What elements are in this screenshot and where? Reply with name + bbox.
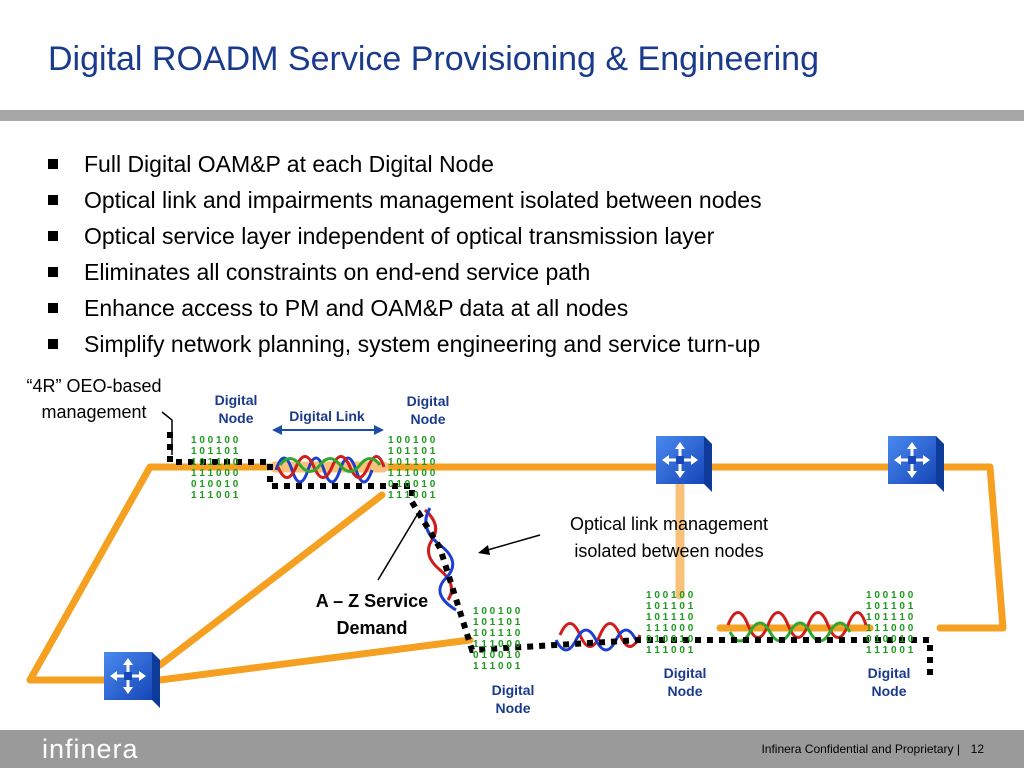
fiber-bottom-left	[156, 636, 474, 684]
svg-text:1 0 0 1 0 0: 1 0 0 1 0 0	[473, 606, 521, 617]
page-number: 12	[970, 742, 984, 756]
svg-text:0 1 0 0 1 0: 0 1 0 0 1 0	[646, 634, 694, 645]
svg-text:“4R” OEO-based: “4R” OEO-based	[26, 376, 161, 396]
digital-node-label: Digital Node	[492, 682, 535, 716]
service-demand-path	[167, 432, 933, 680]
service-demand-callout: A – Z Service Demand	[316, 591, 428, 638]
svg-text:Node: Node	[219, 410, 254, 426]
svg-text:1 1 1 0 0 1: 1 1 1 0 0 1	[191, 490, 239, 501]
svg-text:1 1 1 0 0 0: 1 1 1 0 0 0	[473, 639, 521, 650]
svg-text:1 1 1 0 0 1: 1 1 1 0 0 1	[866, 645, 914, 656]
svg-text:1 0 1 1 0 1: 1 0 1 1 0 1	[388, 446, 436, 457]
svg-text:1 0 1 1 1 0: 1 0 1 1 1 0	[866, 612, 914, 623]
binary-matrix: 1 0 0 1 0 0 1 0 1 1 0 1 1 0 1 1 1 0 1 1 …	[191, 435, 239, 501]
svg-text:1 1 1 0 0 1: 1 1 1 0 0 1	[388, 490, 436, 501]
bullet-item: Optical service layer independent of opt…	[48, 218, 762, 254]
svg-text:1 0 1 1 0 1: 1 0 1 1 0 1	[646, 601, 694, 612]
svg-text:Demand: Demand	[336, 618, 407, 638]
svg-text:Node: Node	[668, 683, 703, 699]
bullet-item: Full Digital OAM&P at each Digital Node	[48, 146, 762, 182]
confidential-notice: Infinera Confidential and Proprietary |	[761, 742, 960, 756]
svg-text:0 1 0 0 1 0: 0 1 0 0 1 0	[473, 650, 521, 661]
digital-node-label: Digital Node	[664, 665, 707, 699]
oeo-management-callout: “4R” OEO-based management	[26, 376, 161, 422]
svg-text:1 0 0 1 0 0: 1 0 0 1 0 0	[388, 435, 436, 446]
binary-matrix: 1 0 0 1 0 0 1 0 1 1 0 1 1 0 1 1 1 0 1 1 …	[473, 606, 521, 672]
svg-text:Digital: Digital	[664, 665, 707, 681]
title-divider	[0, 110, 1024, 121]
svg-text:Node: Node	[496, 700, 531, 716]
svg-text:1 0 1 1 0 1: 1 0 1 1 0 1	[866, 601, 914, 612]
svg-text:management: management	[41, 402, 146, 422]
binary-matrix: 1 0 0 1 0 0 1 0 1 1 0 1 1 0 1 1 1 0 1 1 …	[388, 435, 436, 501]
digital-node-label: Digital Node	[407, 393, 450, 427]
svg-text:Optical link management: Optical link management	[570, 514, 768, 534]
bullet-list: Full Digital OAM&P at each Digital Node …	[48, 146, 762, 362]
fiber-network	[26, 461, 1007, 684]
svg-text:Node: Node	[872, 683, 907, 699]
oeo-callout-leader	[161, 411, 173, 455]
svg-text:0 1 0 0 1 0: 0 1 0 0 1 0	[388, 479, 436, 490]
svg-text:1 0 1 1 0 1: 1 0 1 1 0 1	[473, 617, 521, 628]
bullet-item: Eliminates all constraints on end-end se…	[48, 254, 762, 290]
svg-text:1 1 1 0 0 0: 1 1 1 0 0 0	[191, 468, 239, 479]
svg-text:Digital: Digital	[215, 392, 258, 408]
bullet-item: Enhance access to PM and OAM&P data at a…	[48, 290, 762, 326]
fiber-left-diagonal	[156, 491, 386, 669]
roadm-switch-icon	[886, 434, 946, 494]
binary-matrix: 1 0 0 1 0 0 1 0 1 1 0 1 1 0 1 1 1 0 1 1 …	[646, 590, 694, 656]
svg-text:Digital: Digital	[492, 682, 535, 698]
bullet-item: Optical link and impairments management …	[48, 182, 762, 218]
svg-text:1 0 0 1 0 0: 1 0 0 1 0 0	[866, 590, 914, 601]
page-title: Digital ROADM Service Provisioning & Eng…	[48, 40, 819, 78]
footer-bar: infinera Infinera Confidential and Propr…	[0, 730, 1024, 768]
roadm-switch-icon	[654, 434, 714, 494]
svg-text:1 0 1 1 1 0: 1 0 1 1 1 0	[388, 457, 436, 468]
optical-link-callout: Optical link management isolated between…	[570, 514, 768, 561]
fiber-outer-ring	[26, 463, 1007, 684]
digital-node-label: Digital Node	[868, 665, 911, 699]
svg-text:1 1 1 0 0 0: 1 1 1 0 0 0	[388, 468, 436, 479]
binary-matrix: 1 0 0 1 0 0 1 0 1 1 0 1 1 0 1 1 1 0 1 1 …	[866, 590, 914, 656]
svg-text:isolated between nodes: isolated between nodes	[574, 541, 763, 561]
svg-text:1 1 1 0 0 0: 1 1 1 0 0 0	[866, 623, 914, 634]
svg-text:1 0 0 1 0 0: 1 0 0 1 0 0	[646, 590, 694, 601]
digital-node-label: Digital Node	[215, 392, 258, 426]
svg-text:A – Z Service: A – Z Service	[316, 591, 428, 611]
svg-text:1 0 1 1 1 0: 1 0 1 1 1 0	[191, 457, 239, 468]
svg-text:Digital: Digital	[868, 665, 911, 681]
digital-link-arrow	[272, 425, 384, 435]
svg-text:1 0 1 1 0 1: 1 0 1 1 0 1	[191, 446, 239, 457]
optical-callout-arrow	[478, 534, 541, 555]
svg-text:Digital: Digital	[407, 393, 450, 409]
svg-text:1 1 1 0 0 1: 1 1 1 0 0 1	[646, 645, 694, 656]
svg-text:1 0 1 1 1 0: 1 0 1 1 1 0	[473, 628, 521, 639]
svg-text:1 1 1 0 0 1: 1 1 1 0 0 1	[473, 661, 521, 672]
svg-text:1 0 1 1 1 0: 1 0 1 1 1 0	[646, 612, 694, 623]
svg-text:1 1 1 0 0 0: 1 1 1 0 0 0	[646, 623, 694, 634]
infinera-logo: infinera	[42, 734, 139, 764]
bullet-item: Simplify network planning, system engine…	[48, 326, 762, 362]
svg-text:Node: Node	[411, 411, 446, 427]
roadm-switch-icon	[102, 650, 162, 710]
digital-link-label: Digital Link	[289, 408, 365, 424]
svg-text:0 1 0 0 1 0: 0 1 0 0 1 0	[866, 634, 914, 645]
svg-text:1 0 0 1 0 0: 1 0 0 1 0 0	[191, 435, 239, 446]
service-demand-leader	[377, 509, 421, 581]
svg-text:0 1 0 0 1 0: 0 1 0 0 1 0	[191, 479, 239, 490]
network-diagram: 1 0 0 1 0 0 1 0 1 1 0 1 1 0 1 1 1 0 1 1 …	[26, 376, 1007, 716]
